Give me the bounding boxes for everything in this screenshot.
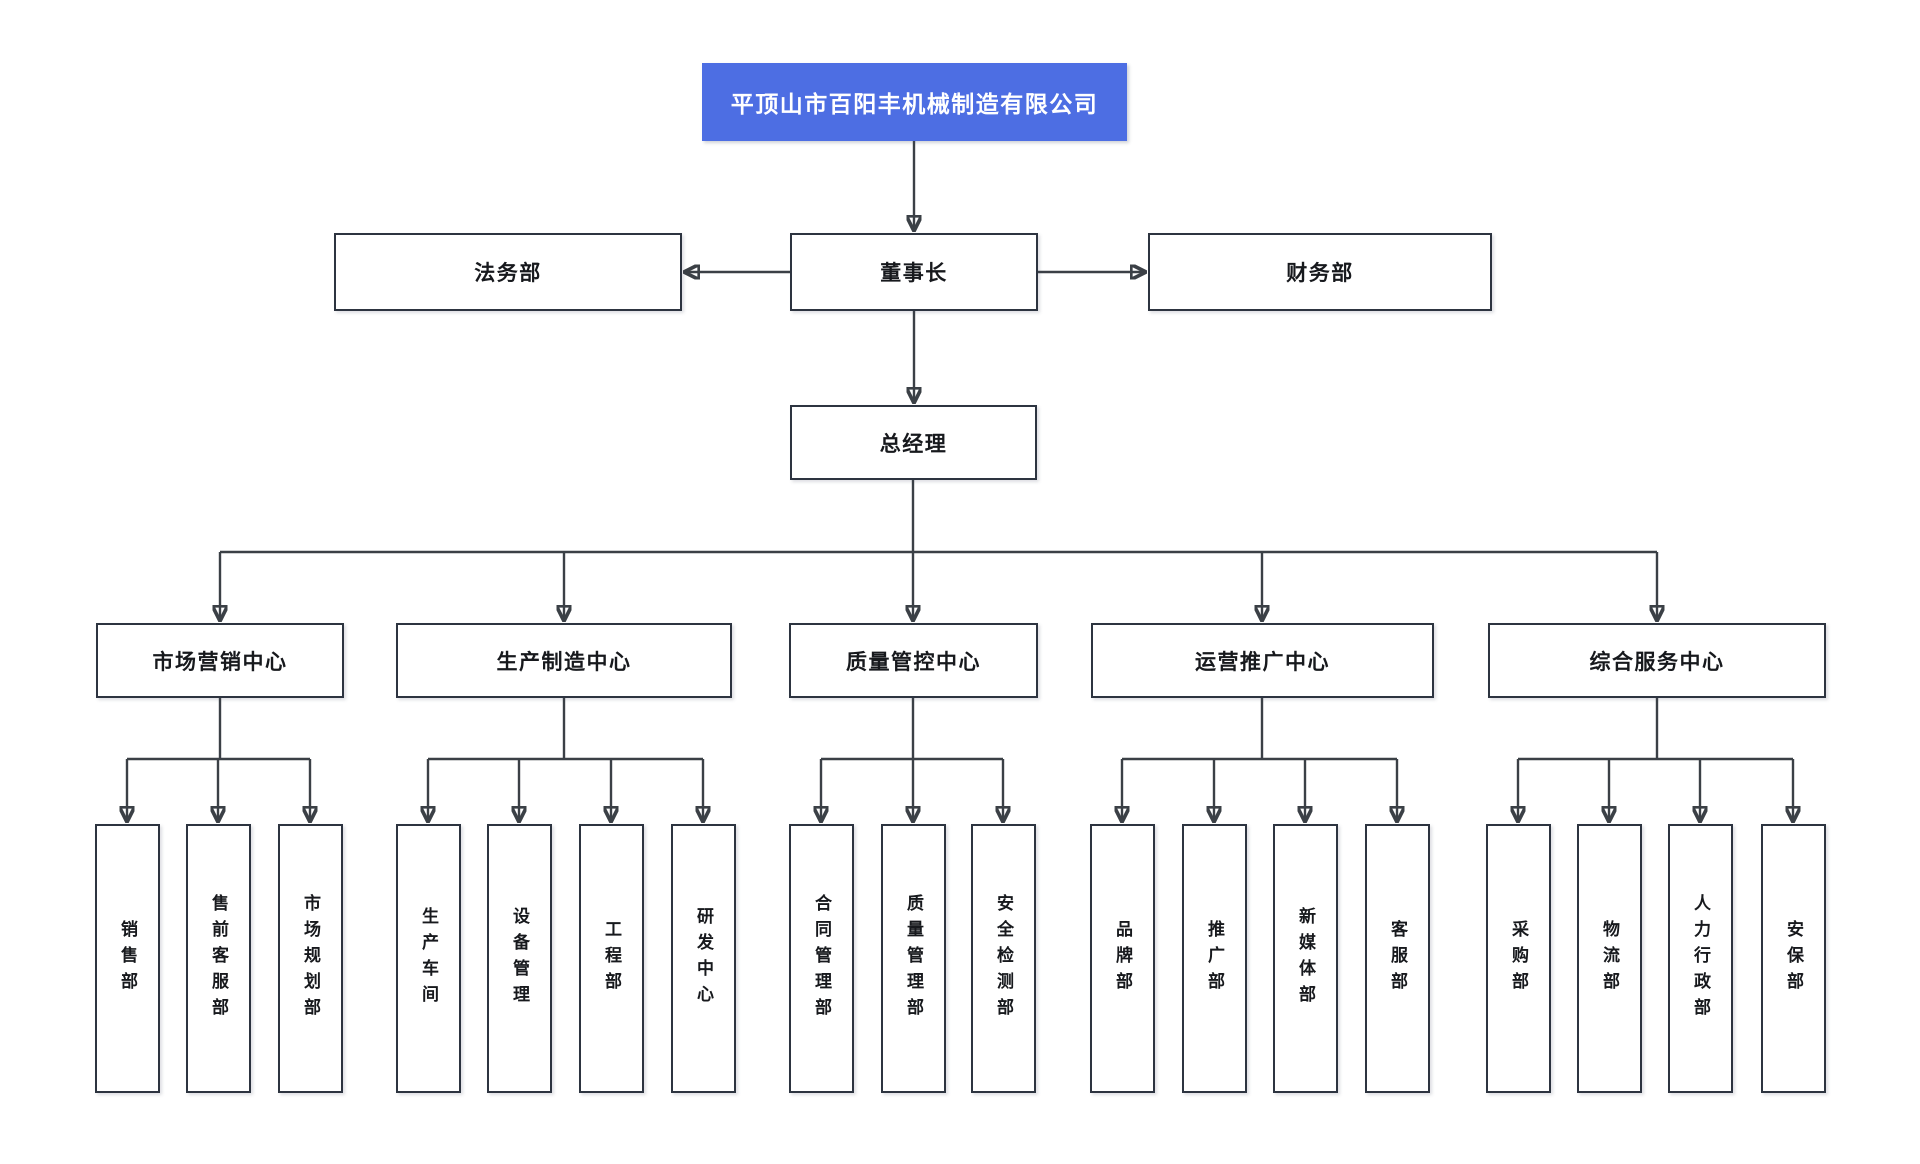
org-node-dept-logistics: 物流部 <box>1577 824 1642 1093</box>
dept-label: 销售部 <box>118 919 137 998</box>
dept-label: 工程部 <box>602 919 621 998</box>
connector-branch-center-2 <box>821 698 1003 761</box>
connector-branch-center-0 <box>127 698 310 761</box>
org-node-dept-quality-mgmt: 质量管理部 <box>881 824 946 1093</box>
org-node-dept-security: 安保部 <box>1761 824 1826 1093</box>
org-node-center-services: 综合服务中心 <box>1488 623 1826 698</box>
connector-gm-main-branch <box>220 480 1657 554</box>
dept-label: 质量管理部 <box>904 893 923 1024</box>
dept-label: 人力行政部 <box>1691 893 1710 1024</box>
org-node-dept-hr-admin: 人力行政部 <box>1668 824 1733 1093</box>
dept-label: 合同管理部 <box>812 893 831 1024</box>
dept-label: 研发中心 <box>694 906 713 1011</box>
org-node-dept-brand: 品牌部 <box>1090 824 1155 1093</box>
dept-label: 设备管理 <box>510 906 529 1011</box>
org-node-company: 平顶山市百阳丰机械制造有限公司 <box>702 63 1127 141</box>
org-node-legal-dept: 法务部 <box>334 233 682 311</box>
org-node-dept-sales: 销售部 <box>95 824 160 1093</box>
connector-branch-center-4 <box>1518 698 1793 761</box>
org-node-dept-presales-service: 售前客服部 <box>186 824 251 1093</box>
dept-label: 客服部 <box>1388 919 1407 998</box>
org-node-chairman: 董事长 <box>790 233 1038 311</box>
org-node-dept-rnd-center: 研发中心 <box>671 824 736 1093</box>
dept-label: 市场规划部 <box>301 893 320 1024</box>
org-node-center-quality: 质量管控中心 <box>789 623 1038 698</box>
org-node-general-manager: 总经理 <box>790 405 1037 480</box>
org-node-dept-market-planning: 市场规划部 <box>278 824 343 1093</box>
dept-label: 物流部 <box>1600 919 1619 998</box>
org-node-dept-contract-mgmt: 合同管理部 <box>789 824 854 1093</box>
org-node-center-operations: 运营推广中心 <box>1091 623 1434 698</box>
dept-label: 安全检测部 <box>994 893 1013 1024</box>
org-node-dept-production-workshop: 生产车间 <box>396 824 461 1093</box>
dept-label: 采购部 <box>1509 919 1528 998</box>
dept-label: 新媒体部 <box>1296 906 1315 1011</box>
dept-label: 安保部 <box>1784 919 1803 998</box>
org-node-dept-safety-inspection: 安全检测部 <box>971 824 1036 1093</box>
dept-label: 推广部 <box>1205 919 1224 998</box>
org-node-center-marketing: 市场营销中心 <box>96 623 344 698</box>
dept-label: 生产车间 <box>419 906 438 1011</box>
org-node-finance-dept: 财务部 <box>1148 233 1492 311</box>
org-node-dept-customer-service: 客服部 <box>1365 824 1430 1093</box>
org-node-dept-engineering: 工程部 <box>579 824 644 1093</box>
org-node-dept-equipment-mgmt: 设备管理 <box>487 824 552 1093</box>
org-node-dept-promotion: 推广部 <box>1182 824 1247 1093</box>
dept-label: 售前客服部 <box>209 893 228 1024</box>
org-node-dept-new-media: 新媒体部 <box>1273 824 1338 1093</box>
connector-branch-center-3 <box>1122 698 1397 761</box>
connector-branch-center-1 <box>428 698 703 761</box>
org-node-dept-procurement: 采购部 <box>1486 824 1551 1093</box>
org-node-center-production: 生产制造中心 <box>396 623 732 698</box>
dept-label: 品牌部 <box>1113 919 1132 998</box>
